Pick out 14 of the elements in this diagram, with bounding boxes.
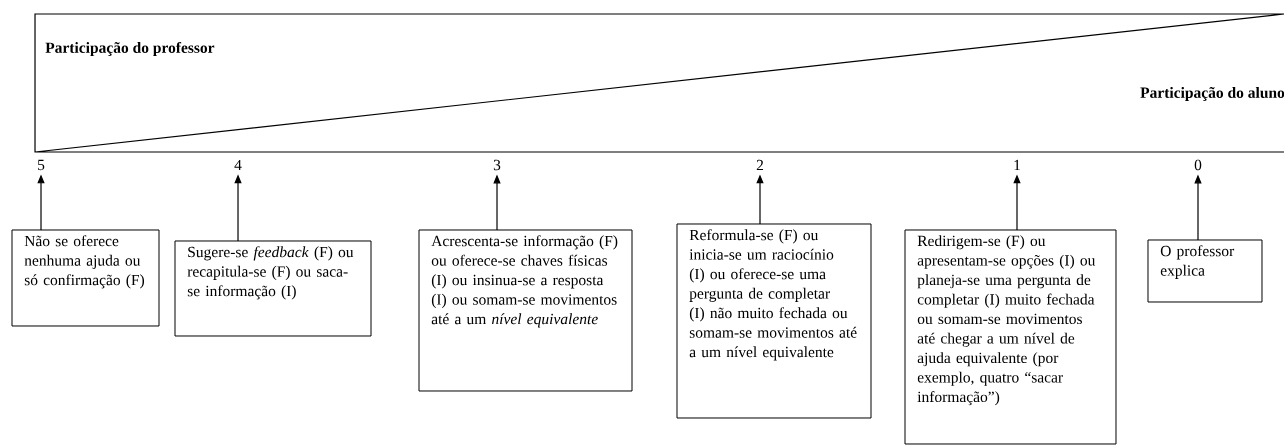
axis-label: Participação do professor	[45, 41, 215, 57]
scale-number: 4	[234, 159, 242, 171]
description-box: O professor explica	[1147, 239, 1263, 303]
scale-number: 0	[1194, 159, 1202, 171]
description-box: Redirigem-se (F) ou apresentam-se opções (I) ou planeja-se uma pergunta de completar (I) muito fechada ou somam-se movimentos até chegar a um nível de ajuda equivalente (por exemplo, quatro “sacar informação”)	[904, 229, 1117, 445]
scale-number: 5	[38, 159, 45, 171]
description-box: Não se oferece nenhuma ajuda ou só confirmação (F)	[11, 229, 160, 327]
scale-number: 1	[1014, 159, 1020, 171]
scale-number: 2	[756, 159, 763, 171]
axis-label: Participação do aluno	[1140, 86, 1284, 102]
scale-number: 3	[493, 159, 501, 171]
description-box: Reformula-se (F) ou inicia-se um raciocínio (I) ou oferece-se uma pergunta de completar (I) não muito fechada ou somam-se movimentos até a um nível equivalente	[676, 223, 872, 419]
description-box: Sugere-se feedback (F) ou recapitula-se (F) ou saca-se informação (I)	[174, 240, 372, 337]
description-box: Acrescenta-se informação (F) ou oferece-se chaves físicas (I) ou insinua-se a resposta (I) ou somam-se movimentos até a um nível equivalente	[418, 229, 633, 392]
